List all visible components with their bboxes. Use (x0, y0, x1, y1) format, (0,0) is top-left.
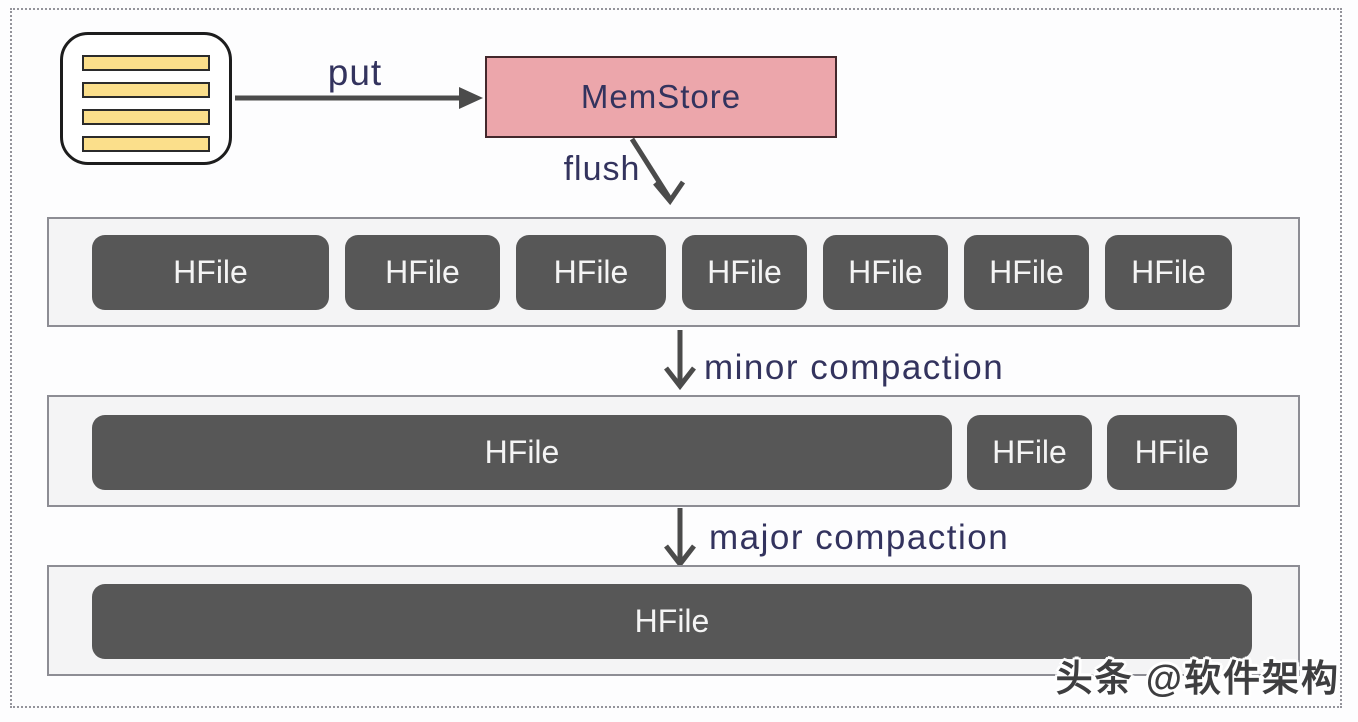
hfile-row-after-major-compaction: HFile (47, 565, 1300, 676)
hfile-box: HFile (1107, 415, 1237, 490)
dotted-border-frame (10, 8, 1342, 708)
record-bar (82, 55, 210, 71)
flush-label: flush (563, 150, 641, 188)
hfile-box: HFile (1105, 235, 1232, 310)
hfile-box: HFile (964, 235, 1089, 310)
hfile-box: HFile (516, 235, 666, 310)
major-compaction-label: major compaction (709, 518, 1010, 557)
hfile-box: HFile (92, 584, 1252, 659)
major-compaction-arrow-icon (664, 508, 696, 569)
hfile-box: HFile (967, 415, 1092, 490)
minor-compaction-label: minor compaction (704, 348, 1005, 387)
watermark: 头条 @软件架构 (1055, 658, 1340, 699)
hfile-box: HFile (92, 415, 952, 490)
record-bar (82, 136, 210, 152)
hfile-box: HFile (92, 235, 329, 310)
hfile-box: HFile (682, 235, 807, 310)
memstore-box: MemStore (485, 56, 837, 138)
data-records-icon (60, 32, 232, 165)
put-arrow-icon (235, 87, 483, 109)
hfile-box: HFile (345, 235, 500, 310)
record-bar (82, 109, 210, 125)
flush-arrow-icon (629, 137, 686, 206)
memstore-label: MemStore (580, 78, 742, 115)
minor-compaction-arrow-icon (664, 330, 696, 391)
record-bar (82, 82, 210, 98)
hfile-box: HFile (823, 235, 948, 310)
put-label: put (327, 52, 383, 93)
